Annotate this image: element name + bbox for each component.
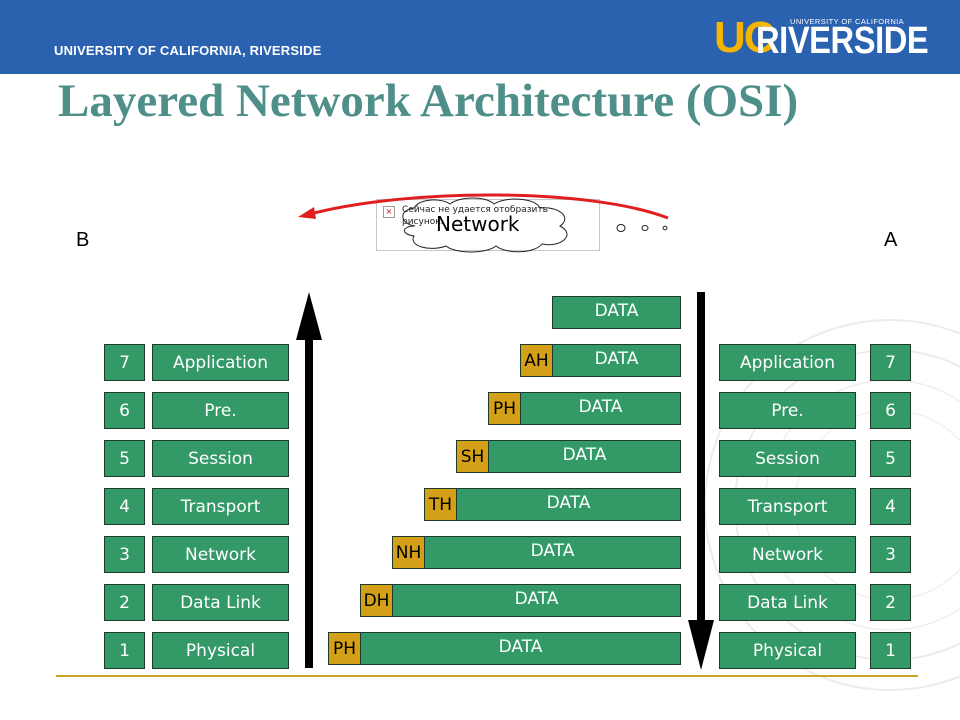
right-layer-name: Pre. [719,392,856,429]
left-layer-name: Session [152,440,289,477]
packet-header: SH [456,440,489,473]
right-layer-num: 1 [870,632,911,669]
left-layer-name: Network [152,536,289,573]
packet-header: AH [520,344,553,377]
packet-data: DATA [424,536,681,569]
logo-uc: UC [714,13,776,62]
right-layer-num: 3 [870,536,911,573]
left-layer-name: Physical [152,632,289,669]
logo-subtitle: UNIVERSITY OF CALIFORNIA [790,17,905,26]
footer-divider [56,675,918,677]
left-layer-num: 7 [104,344,145,381]
right-layer-num: 2 [870,584,911,621]
left-layer-num: 1 [104,632,145,669]
packet-data: DATA [488,440,681,473]
packet-header: DH [360,584,393,617]
broken-image-icon: × [383,206,395,218]
right-layer-name: Physical [719,632,856,669]
left-layer-num: 3 [104,536,145,573]
right-layer-name: Data Link [719,584,856,621]
left-layer-num: 5 [104,440,145,477]
label-b: B [76,229,90,251]
left-layer-num: 6 [104,392,145,429]
network-label: Network [436,212,520,236]
left-layer-name: Transport [152,488,289,525]
down-arrow-icon [688,292,714,670]
university-name: UNIVERSITY OF CALIFORNIA, RIVERSIDE [54,43,322,58]
packet-header: TH [424,488,457,521]
right-layer-num: 7 [870,344,911,381]
left-layer-num: 4 [104,488,145,525]
packet-data: DATA [520,392,681,425]
transfer-arc-arrow-icon [298,193,669,220]
packet-data: DATA [552,344,681,377]
thought-bubbles-icon [616,224,668,232]
packet-data: DATA [360,632,681,665]
right-layer-num: 6 [870,392,911,429]
right-layer-name: Application [719,344,856,381]
up-arrow-icon [296,292,322,668]
left-layer-name: Data Link [152,584,289,621]
left-layer-num: 2 [104,584,145,621]
header-banner: UNIVERSITY OF CALIFORNIA, RIVERSIDE UNIV… [0,0,960,74]
logo-riverside: RIVERSIDE [756,20,929,62]
left-layer-name: Pre. [152,392,289,429]
right-layer-name: Session [719,440,856,477]
right-layer-name: Network [719,536,856,573]
packet-header: NH [392,536,425,569]
cloud-icon [402,197,568,253]
image-error-text: Сейчас не удается отобразить рисунок. [402,205,548,227]
packet-data: DATA [392,584,681,617]
left-layer-name: Application [152,344,289,381]
right-layer-num: 5 [870,440,911,477]
packet-header: PH [488,392,521,425]
packet-data: DATA [552,296,681,329]
right-layer-name: Transport [719,488,856,525]
packet-header: PH [328,632,361,665]
slide-title: Layered Network Architecture (OSI) [58,75,799,127]
right-layer-num: 4 [870,488,911,525]
network-cloud-image [376,199,600,251]
packet-data: DATA [456,488,681,521]
label-a: A [884,229,898,251]
